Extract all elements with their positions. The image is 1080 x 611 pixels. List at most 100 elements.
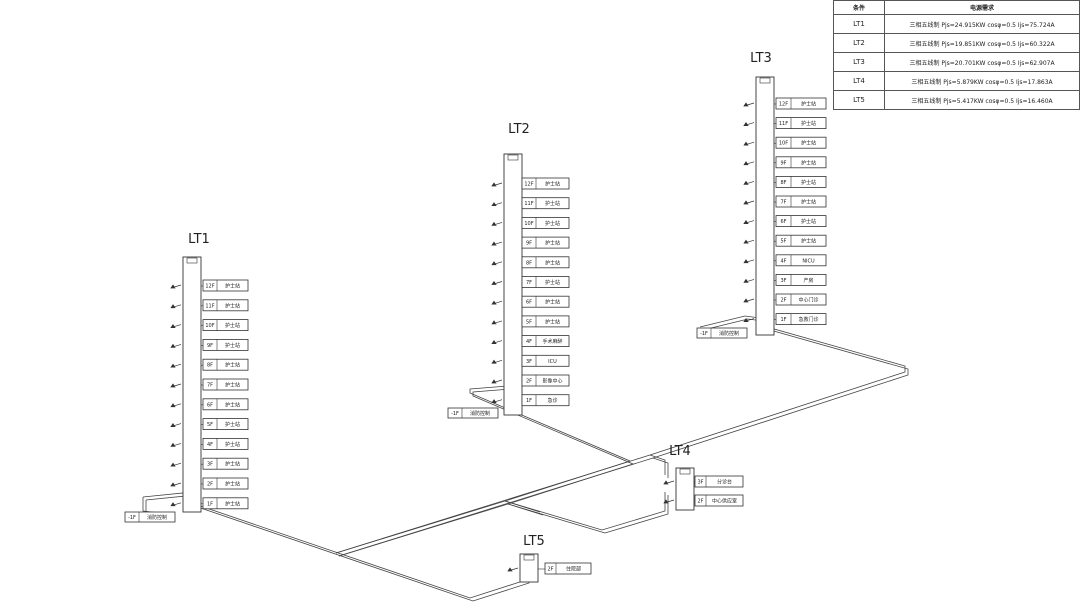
valve-icon (743, 317, 755, 322)
floor-label: 影像中心 (542, 378, 562, 385)
floor-label: 护士站 (225, 322, 240, 329)
valve-icon (491, 241, 503, 246)
floor-box-frame (202, 457, 249, 470)
table-row: LT5 三相五线制 Pjs=5.417KW cosφ=0.5 Ijs=16.46… (833, 90, 1080, 110)
valve-icon (743, 278, 755, 283)
valve-icon (491, 261, 503, 266)
riser-cap (507, 154, 519, 161)
floor-label: 护士站 (225, 421, 240, 428)
pipe-trunk-outer (335, 492, 666, 554)
valve-icon (491, 320, 503, 325)
floor-number: 12F (205, 284, 214, 290)
floor-label: 护士站 (801, 140, 816, 147)
valve-icon (491, 359, 503, 364)
table-row: LT3 三相五线制 Pjs=20.701KW cosφ=0.5 Ijs=62.9… (833, 52, 1080, 72)
floor-label: 护士站 (801, 120, 816, 127)
floor-box-frame (775, 293, 827, 306)
valve-icon (663, 480, 675, 485)
row-id: LT4 (833, 71, 885, 91)
floor-number: 11F (524, 201, 533, 207)
valve-icon (170, 403, 182, 408)
floor-label: 中心供应室 (712, 498, 737, 505)
pipe-trunk-inner (507, 503, 544, 516)
floor-label: 护士站 (225, 500, 240, 507)
floor-number: 9F (780, 160, 786, 166)
row-spec: 三相五线制 Pjs=20.701KW cosφ=0.5 Ijs=62.907A (884, 52, 1080, 72)
floor-box-frame (521, 177, 570, 190)
floor-number: 4F (780, 258, 786, 264)
valve-icon (170, 323, 182, 328)
riser-title: LT2 (508, 122, 530, 137)
row-spec: 三相五线制 Pjs=19.851KW cosφ=0.5 Ijs=60.322A (884, 33, 1080, 53)
pipe-trunk-inner (472, 388, 635, 505)
pipe-trunk-outer (649, 454, 666, 475)
floor-number: 7F (207, 383, 213, 389)
floor-number: 2F (780, 298, 786, 304)
valve-icon (170, 383, 182, 388)
valve-icon (743, 180, 755, 185)
row-spec: 三相五线制 Pjs=5.879KW cosφ=0.5 Ijs=17.863A (884, 71, 1080, 91)
floor-number: 2F (697, 499, 703, 505)
valve-icon (491, 202, 503, 207)
basement-label: 消防控制 (719, 330, 739, 337)
floor-box-frame (775, 97, 827, 110)
riser-shaft (675, 467, 695, 511)
col-header-condition: 条件 (833, 0, 885, 15)
riser-title: LT3 (750, 51, 772, 66)
floor-box-frame (521, 394, 570, 407)
floor-number: 4F (526, 339, 532, 345)
pipe-trunk-outer (469, 385, 632, 502)
basement-box-frame (124, 511, 176, 523)
valve-icon (743, 200, 755, 205)
pipe-trunk-inner (338, 327, 909, 557)
riser-cap (679, 468, 691, 475)
valve-icon (743, 102, 755, 107)
basement-floor-number: -1F (451, 411, 459, 417)
floor-box-frame (521, 276, 570, 288)
floor-box-frame (202, 279, 249, 292)
floor-number: 2F (547, 567, 553, 573)
floor-label: 护士站 (545, 279, 560, 286)
floor-number: 6F (207, 402, 213, 408)
basement-label: 消防控制 (147, 514, 167, 521)
floor-label: 护士站 (801, 199, 816, 206)
floor-number: 11F (205, 303, 214, 309)
row-id: LT5 (833, 90, 885, 110)
table-header-row: 条件 电源需求 (833, 0, 1080, 15)
floor-number: 3F (526, 359, 532, 365)
floor-box-frame (775, 117, 827, 129)
table-row: LT2 三相五线制 Pjs=19.851KW cosφ=0.5 Ijs=60.3… (833, 33, 1080, 53)
floor-number: 6F (526, 300, 532, 306)
floor-box-frame (544, 562, 592, 575)
valve-icon (170, 284, 182, 289)
floor-label: 护士站 (225, 441, 240, 448)
valve-icon (743, 141, 755, 146)
valve-icon (743, 161, 755, 166)
